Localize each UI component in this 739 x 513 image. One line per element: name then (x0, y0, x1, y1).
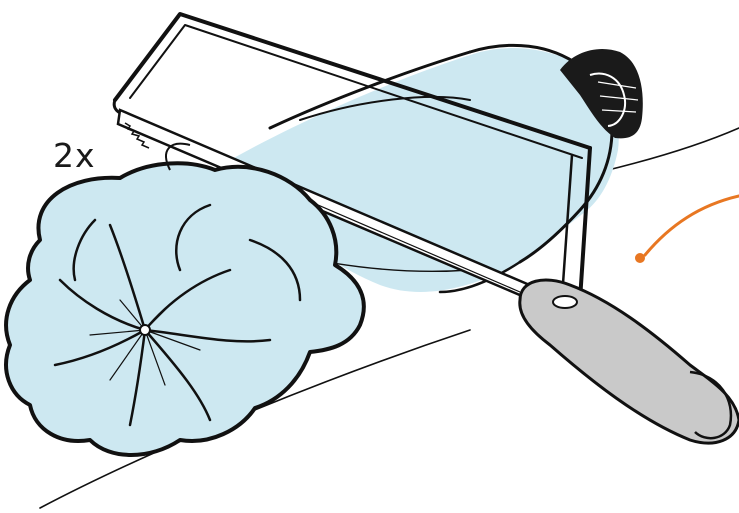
hacksaw-handle (520, 280, 739, 443)
quantity-label: 2x (53, 136, 96, 175)
callout-pointer (635, 196, 739, 263)
